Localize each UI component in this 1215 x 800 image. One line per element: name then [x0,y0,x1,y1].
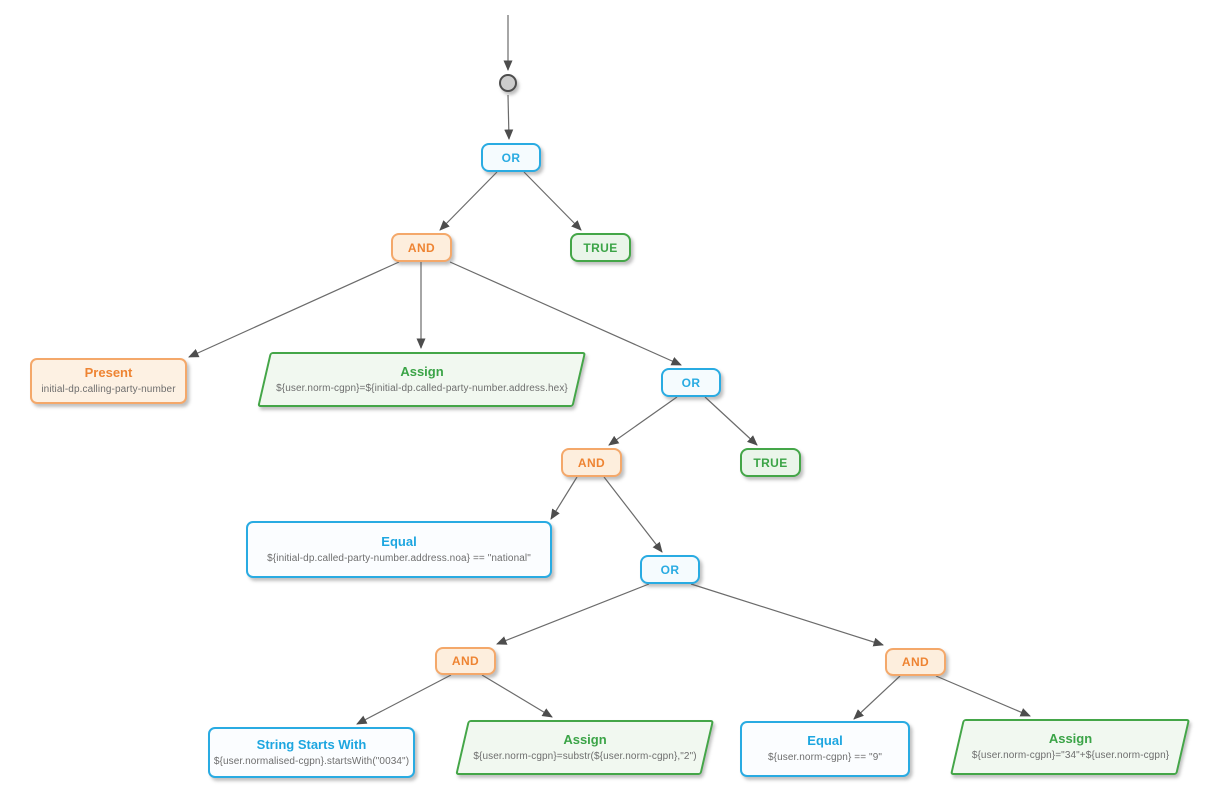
condition-title: Equal [807,733,843,748]
result-label: TRUE [583,240,618,255]
operator-node-or-1[interactable]: OR [481,143,541,172]
edge-or1-and1 [439,171,498,231]
start-node[interactable] [499,74,517,92]
result-label: TRUE [753,455,788,470]
condition-expression: ${user.norm-cgpn} == "9" [767,752,883,763]
condition-node-string-starts-with[interactable]: String Starts With ${user.normalised-cgp… [208,727,415,778]
edge-and1-present1 [188,261,400,358]
operator-node-and-1[interactable]: AND [391,233,452,262]
operator-node-and-2[interactable]: AND [561,448,622,477]
condition-node-equal-2[interactable]: Equal ${user.norm-cgpn} == "9" [740,721,910,777]
result-node-true-1[interactable]: TRUE [570,233,631,262]
operator-label: AND [901,655,930,669]
edge-and3-assign2 [481,674,553,718]
condition-title: Equal [381,533,417,549]
condition-node-present[interactable]: Present initial-dp.calling-party-number [30,358,187,404]
action-title: Assign [1048,731,1093,746]
condition-expression: ${user.normalised-cgpn}.startsWith("0034… [213,755,410,767]
operator-node-or-3[interactable]: OR [640,555,700,584]
operator-label: AND [407,240,436,255]
edge-or3-and4 [690,583,884,647]
action-node-assign-3[interactable]: Assign ${user.norm-cgpn}="34"+${user.nor… [950,719,1190,775]
action-expression: ${user.norm-cgpn}=substr(${user.norm-cgp… [473,750,697,762]
action-node-assign-2[interactable]: Assign ${user.norm-cgpn}=substr(${user.n… [455,720,714,775]
condition-node-equal-1[interactable]: Equal ${initial-dp.called-party-number.a… [246,521,552,578]
edge-or3-and3 [496,583,650,645]
operator-node-and-4[interactable]: AND [885,648,946,676]
condition-expression: initial-dp.calling-party-number [41,384,176,395]
edge-start-or1 [504,94,514,140]
edge-and2-equal1 [550,476,578,520]
condition-title: Present [84,365,133,380]
edge-or2-and2 [608,396,678,446]
operator-node-or-2[interactable]: OR [661,368,721,397]
action-expression: ${user.norm-cgpn}=${initial-dp.called-pa… [276,382,568,394]
edge-and3-ssw1 [356,674,452,725]
edge-and2-or3 [603,476,663,553]
edge-and1-or2 [449,261,682,366]
edge-and4-assign3 [935,675,1031,717]
operator-label: OR [660,562,680,577]
operator-label: OR [501,150,521,165]
edge-and4-equal2 [853,675,901,720]
condition-title: String Starts With [256,736,367,752]
operator-label: OR [681,375,701,390]
edge-or2-true2 [704,396,758,446]
action-expression: ${user.norm-cgpn}="34"+${user.norm-cgpn} [971,750,1170,761]
result-node-true-2[interactable]: TRUE [740,448,801,477]
condition-expression: ${initial-dp.called-party-number.address… [267,552,531,564]
action-title: Assign [563,731,607,747]
operator-label: AND [577,455,606,470]
edge-or1-true1 [523,171,582,231]
operator-node-and-3[interactable]: AND [435,647,496,675]
action-title: Assign [400,363,444,379]
operator-label: AND [451,654,480,668]
action-node-assign-1[interactable]: Assign ${user.norm-cgpn}=${initial-dp.ca… [257,352,586,407]
